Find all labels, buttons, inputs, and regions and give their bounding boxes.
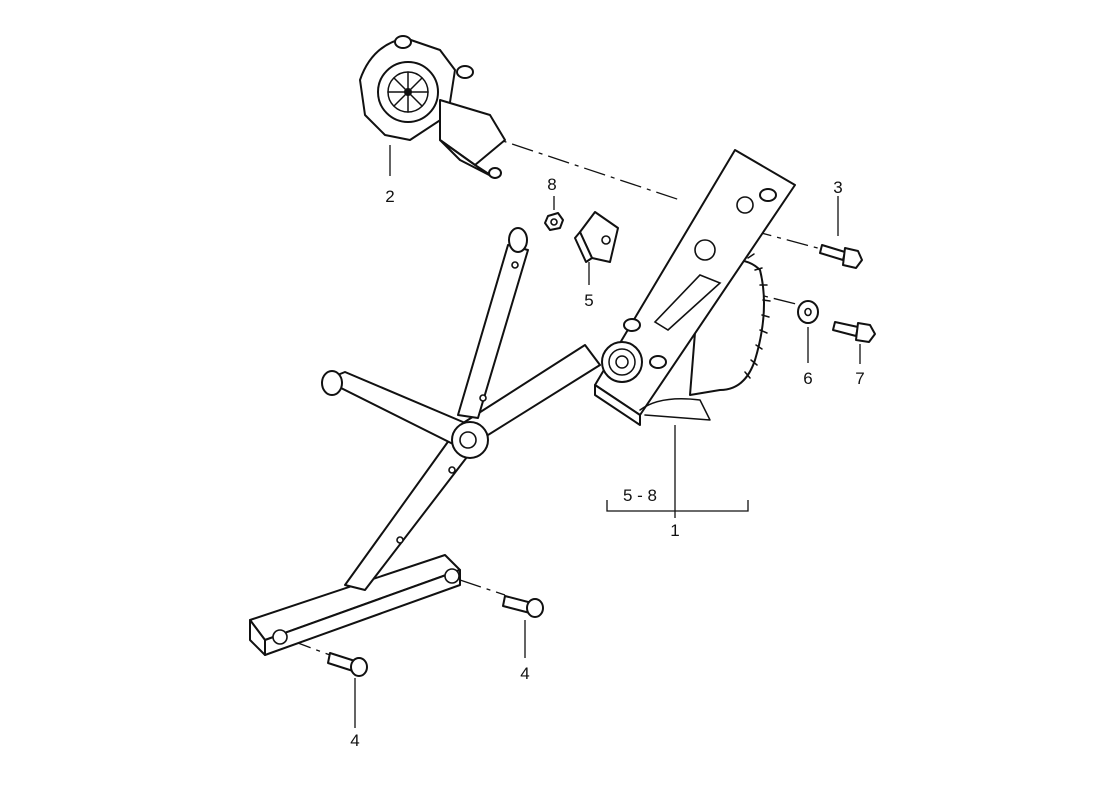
callout-range: 5 - 8	[623, 486, 657, 505]
callout-4-upper: 4	[520, 664, 529, 683]
washer-6	[797, 300, 819, 324]
callout-8: 8	[547, 175, 556, 194]
regulator-arms	[321, 227, 601, 591]
window-motor	[359, 35, 506, 179]
callouts: 2 8 5 3 6 7 5 - 8 1 4 4	[350, 175, 864, 750]
bolt-4-upper	[502, 595, 544, 618]
callout-3: 3	[833, 178, 842, 197]
slider-5	[574, 211, 619, 263]
regulator-plate	[594, 149, 796, 426]
callout-7: 7	[855, 369, 864, 388]
callout-6: 6	[803, 369, 812, 388]
lower-rail	[249, 554, 461, 656]
spring-hub	[601, 341, 643, 383]
callout-5: 5	[584, 291, 593, 310]
callout-1: 1	[670, 521, 679, 540]
nut-8	[544, 212, 564, 231]
bolt-7	[832, 321, 876, 343]
leader-lines	[354, 145, 861, 728]
bolt-3	[819, 244, 863, 269]
callout-4-lower: 4	[350, 731, 359, 750]
bolt-4-lower	[327, 652, 368, 677]
callout-2: 2	[385, 187, 394, 206]
